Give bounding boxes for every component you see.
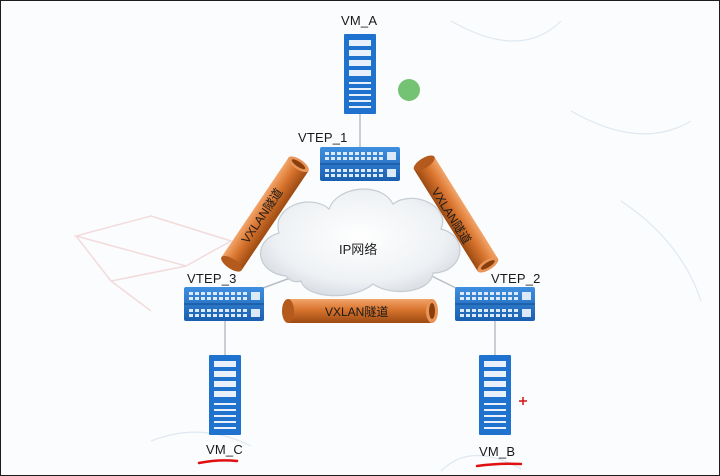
cloud-label: IP网络 [339, 242, 378, 257]
switch-icon [183, 286, 265, 322]
tunnel-bottom-label: VXLAN隧道 [325, 305, 389, 319]
cloud-icon [260, 188, 461, 297]
vm-b-label: VM_B [479, 444, 516, 459]
vtep-2-label: VTEP_2 [491, 271, 541, 286]
plus-mark [519, 397, 527, 405]
background-swirl [150, 20, 702, 472]
vm-c-underline [197, 459, 239, 465]
switch-icon [319, 146, 401, 182]
switch-icon [454, 286, 536, 322]
pointer-marker [398, 79, 420, 101]
vm-a-label: VM_A [341, 13, 378, 28]
vtep-1-label: VTEP_1 [298, 130, 348, 145]
server-icon [344, 34, 376, 114]
server-icon [479, 355, 511, 435]
background-decoration [73, 215, 233, 312]
vm-c-label: VM_C [206, 442, 243, 457]
server-icon [209, 355, 241, 435]
vtep-3-label: VTEP_3 [187, 271, 237, 286]
vm-b-underline [475, 462, 523, 468]
